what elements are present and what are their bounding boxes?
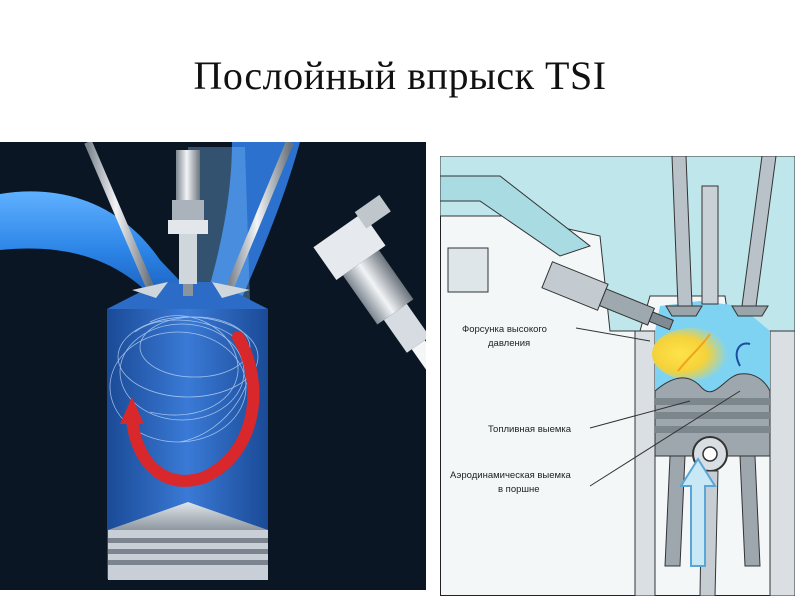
air-flow-arrow — [735, 342, 751, 367]
swirl-arrowhead — [120, 397, 144, 424]
intake-valve — [84, 142, 168, 298]
upward-flow-arrow — [679, 457, 717, 567]
piston — [654, 373, 771, 596]
label-aero-line2: в поршне — [498, 484, 540, 495]
intake-passage — [440, 175, 592, 257]
fuel-injector — [313, 194, 426, 370]
label-aero-line1: Аэродинамическая выемка — [450, 470, 571, 481]
exhaust-valve — [212, 142, 294, 298]
intake-valve — [665, 156, 703, 317]
swirl-arrow — [126, 331, 260, 487]
slide-title: Послойный впрыск TSI — [193, 53, 607, 98]
label-injector-line2: давления — [488, 338, 530, 349]
high-pressure-injector — [541, 261, 674, 331]
engine-swirl-svg — [0, 142, 426, 590]
air-swirl-lines — [109, 315, 259, 443]
label-fuel-recess: Топливная выемка — [488, 424, 572, 435]
spark-plug — [701, 185, 719, 305]
label-leaders — [575, 327, 741, 487]
engine-swirl-illustration — [0, 142, 426, 590]
piston — [108, 502, 268, 580]
spark-plug — [168, 150, 208, 296]
cylinder-wall-right — [769, 330, 795, 596]
head-block — [447, 247, 489, 293]
spray-flow-arrow — [677, 333, 711, 372]
label-injector-line1: Форсунка высокого — [462, 324, 547, 335]
cylinder-wall-left — [634, 330, 656, 596]
exhaust-valve — [731, 156, 777, 317]
tsi-cutaway-diagram: Форсунка высокого давления Топливная вые… — [440, 156, 795, 596]
tsi-cutaway-svg: Форсунка высокого давления Топливная вые… — [440, 156, 795, 596]
